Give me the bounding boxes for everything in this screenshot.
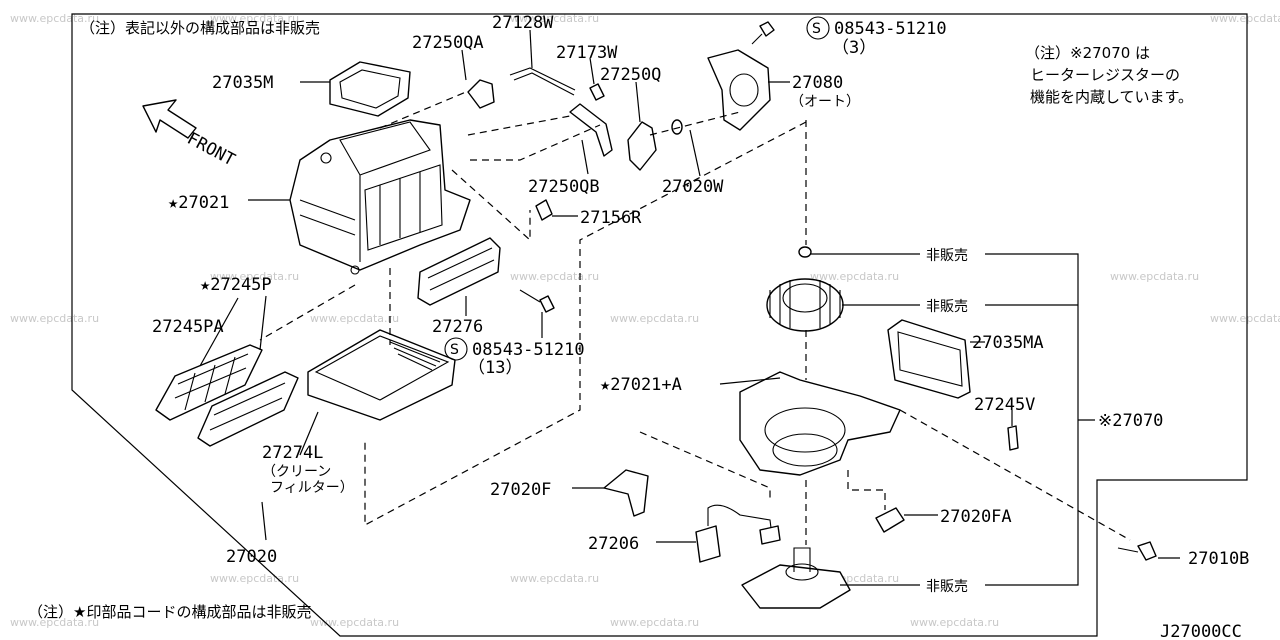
note-top-left: （注）表記以外の構成部品は非販売 [80,19,320,37]
label-27274L: 27274L [262,443,323,463]
label-27173W: 27173W [556,43,618,63]
label-27021A: ★27021+A [600,375,682,395]
note-bottom-left: （注）★印部品コードの構成部品は非販売 [28,603,311,621]
watermark: www.epcdata.ru [610,616,699,629]
watermark: www.epcdata.ru [610,312,699,325]
part-27250QB [569,103,613,157]
front-label: FRONT [184,129,239,171]
label-27080: 27080 [792,73,843,93]
label-not-for-sale-2: 非販売 [926,299,968,315]
heater-unit-drawing [155,21,775,447]
watermark: www.epcdata.ru [810,270,899,283]
standard-part-s-icon [444,337,468,361]
part-27020W [671,119,683,135]
label-27274L-sub2: フィルター） [270,480,354,496]
part-27080-motor [707,49,771,131]
watermark: www.epcdata.ru [310,616,399,629]
part-27035MA-seal [887,319,971,399]
s-symbol: S [812,21,821,37]
part-27173W [589,83,605,101]
part-27035M-seal [329,61,411,117]
part-27276-cover [417,237,501,306]
watermark: www.epcdata.ru [510,270,599,283]
s-symbol: S [450,342,459,358]
part-27250QA [467,79,495,109]
assembly-frame [71,13,1248,637]
part-27020F-bracket [603,469,649,517]
watermark: www.epcdata.ru [10,312,99,325]
blower-fan [766,278,844,332]
label-27020FA: 27020FA [940,507,1012,527]
part-27156R [535,199,553,221]
label-27070: ※27070 [1098,411,1163,431]
diagram-code: J27000CC [1160,622,1242,640]
label-27035MA: 27035MA [972,333,1044,353]
part-27274L-filter [307,329,456,421]
part-27245P [197,371,299,447]
part-27245V [1007,425,1019,451]
watermark: www.epcdata.ru [210,12,299,25]
label-27021: ★27021 [168,193,229,213]
part-27206-connector [695,525,721,563]
standard-part-s-icon [806,16,830,40]
watermark: www.epcdata.ru [210,572,299,585]
screw-08543-mid [539,295,555,313]
label-27245P: ★27245P [200,275,272,295]
label-27245V: 27245V [974,395,1035,415]
part-27245PA [155,344,263,421]
watermark: www.epcdata.ru [310,312,399,325]
label-27020W: 27020W [662,177,724,197]
note-right-line2: ヒーターレジスターの [1030,66,1180,84]
label-not-for-sale-3: 非販売 [926,579,968,595]
part-27020FA [875,507,905,533]
part-27250Q [627,121,657,171]
label-27080-sub: （オート） [790,94,860,110]
part-labels: 27128W 27250QA 27173W 27250Q 27035M 0854… [152,13,1249,595]
blower-motor [741,564,851,609]
watermark: www.epcdata.ru [1110,270,1199,283]
label-27245PA: 27245PA [152,317,224,337]
label-not-for-sale-1: 非販売 [926,248,968,264]
watermark: www.epcdata.ru [10,12,99,25]
label-27035M: 27035M [212,73,273,93]
part-27010B-screw [1137,541,1157,561]
watermark: www.epcdata.ru [510,572,599,585]
watermark: www.epcdata.ru [210,270,299,283]
label-27020F: 27020F [490,480,551,500]
label-08543-mid-qty: （13） [468,358,522,378]
label-08543-mid: 08543-51210 [472,340,585,360]
label-27250Q: 27250Q [600,65,661,85]
watermark: www.epcdata.ru [1210,12,1280,25]
note-right-line3: 機能を内蔵しています。 [1030,88,1193,106]
label-27276: 27276 [432,317,483,337]
note-right-line1: （注）※27070 は [1025,44,1150,62]
watermark: www.epcdata.ru [910,616,999,629]
part-27021A-case [739,371,901,476]
label-27010B: 27010B [1188,549,1249,569]
part-27128W-rod [509,67,576,91]
watermark: www.epcdata.ru [1210,312,1280,325]
label-27250QB: 27250QB [528,177,600,197]
label-27206: 27206 [588,534,639,554]
watermark: www.epcdata.ru [10,616,99,629]
leader-lines [199,29,1180,586]
screw-08543-top [759,21,775,37]
blower-nut [798,246,812,258]
label-27128W: 27128W [492,13,554,33]
label-27250QA: 27250QA [412,33,484,53]
label-27020: 27020 [226,547,277,567]
label-27274L-sub1: （クリーン [262,464,331,480]
blower-unit-drawing [603,246,1157,609]
label-08543-top: 08543-51210 [834,19,947,39]
standard-part-symbols: S S [444,16,830,361]
watermark: www.epcdata.ru [510,12,599,25]
label-08543-top-qty: （3） [832,38,876,58]
label-27156R: 27156R [580,208,642,228]
front-arrow-icon [142,99,197,139]
